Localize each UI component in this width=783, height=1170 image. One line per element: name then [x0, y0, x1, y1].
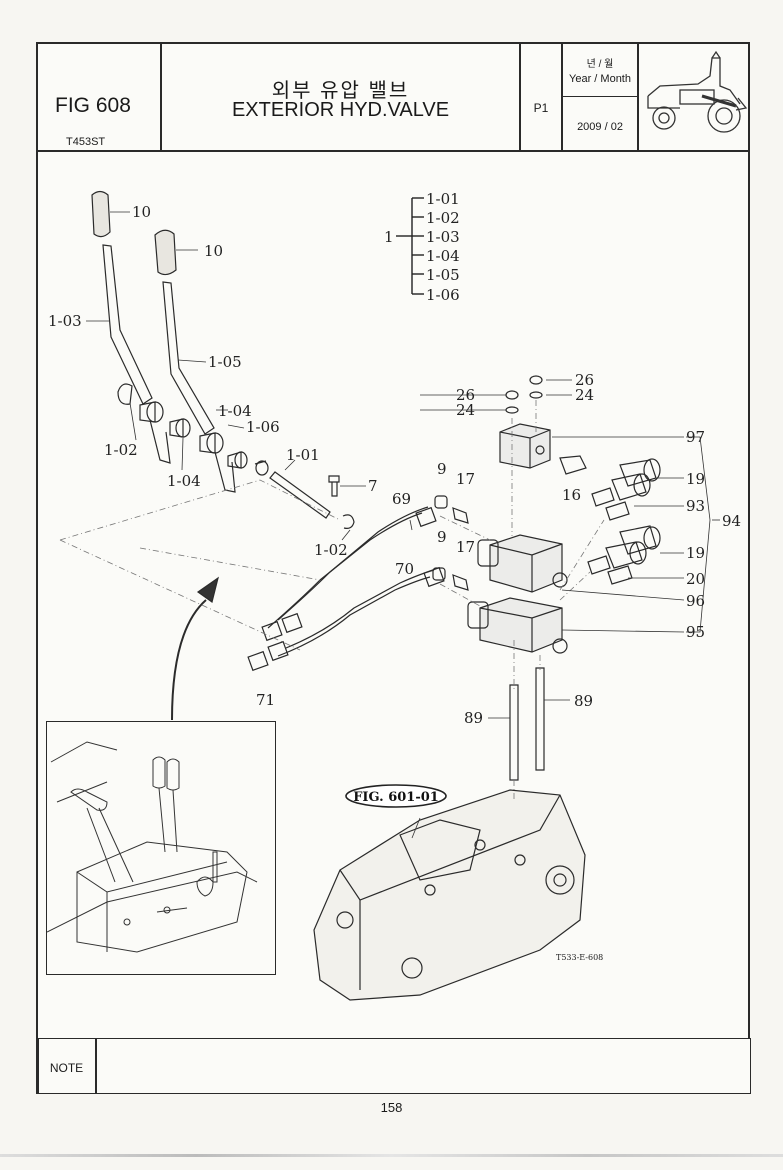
callout-89-right: 89 — [574, 692, 593, 710]
callout-93: 93 — [686, 497, 705, 515]
callout-9-upper: 9 — [437, 460, 447, 478]
assembly-part-5: 1-05 — [426, 266, 460, 284]
lever-knob-left — [91, 190, 111, 238]
callout-19-upper: 19 — [686, 470, 705, 488]
inset-tractor-seat-icon — [46, 741, 258, 953]
callout-16: 16 — [562, 486, 581, 504]
callout-1-06: 1-06 — [246, 418, 280, 436]
assembly-part-2: 1-02 — [426, 209, 460, 227]
callout-94: 94 — [722, 512, 741, 530]
callout-17-lower: 17 — [456, 538, 475, 556]
callout-9-lower: 9 — [437, 528, 447, 546]
title-korean: 외부 유압 밸브 — [271, 80, 410, 102]
page-number: 158 — [380, 1100, 403, 1115]
lever-arm-1-05 — [162, 281, 215, 435]
note-row — [38, 1038, 751, 1094]
callout-20: 20 — [686, 570, 705, 588]
assembly-part-3: 1-03 — [426, 228, 460, 246]
assembly-part-4: 1-04 — [426, 247, 460, 265]
callout-1-02-right: 1-02 — [314, 541, 348, 559]
callout-24-right: 24 — [575, 386, 594, 404]
fig-reference-label[interactable]: FIG. 601-01 — [353, 790, 439, 805]
year-month-label: Year / Month — [569, 73, 631, 85]
callout-1-04-upper: 1-04 — [218, 402, 252, 420]
callout-95: 95 — [686, 623, 705, 641]
callout-96: 96 — [686, 592, 705, 610]
callout-89-left: 89 — [464, 709, 483, 727]
note-divider — [95, 1038, 97, 1094]
header-bottom-rule — [36, 150, 750, 152]
callout-1-05: 1-05 — [208, 353, 242, 371]
scan-edge — [0, 1154, 783, 1157]
exploded-parts-diagram: 10 10 1-03 1-05 1-04 1-06 1-02 1-04 1-01… — [48, 190, 741, 1001]
lever-arm-1-03 — [102, 244, 153, 405]
fig-reference-oval — [345, 784, 447, 808]
callout-24-left: 24 — [456, 401, 475, 419]
header-divider-1 — [160, 42, 162, 150]
year-month-korean: 년 / 월 — [586, 59, 614, 70]
callout-1-04-lower: 1-04 — [167, 472, 201, 490]
callout-70: 70 — [395, 560, 414, 578]
assembly-part-6: 1-06 — [426, 286, 460, 304]
drawing-code: T533-E-608 — [556, 953, 603, 962]
title-english: EXTERIOR HYD.VALVE — [231, 99, 450, 121]
callout-97: 97 — [686, 428, 705, 446]
assembly-root-label: 1 — [384, 228, 394, 246]
revision-date: 2009 / 02 — [577, 121, 623, 133]
callout-10-right: 10 — [204, 242, 223, 260]
assembly-part-1: 1-01 — [426, 190, 460, 208]
callout-10-left: 10 — [132, 203, 151, 221]
lever-knob-right — [154, 229, 177, 276]
callout-1-03: 1-03 — [48, 312, 82, 330]
tractor-thumbnail-icon — [647, 50, 748, 133]
callout-26-right: 26 — [575, 371, 594, 389]
model-code: T453ST — [66, 136, 106, 148]
page-code: P1 — [533, 101, 549, 115]
fig-label: FIG 608 — [55, 94, 131, 117]
callout-26-left: 26 — [456, 386, 475, 404]
header-divider-2 — [519, 42, 521, 150]
inset-location-view — [46, 721, 276, 975]
callout-1-01: 1-01 — [286, 446, 320, 464]
note-label: NOTE — [49, 1061, 84, 1075]
callout-7: 7 — [368, 477, 378, 495]
header-divider-4 — [637, 42, 639, 150]
callout-17-upper: 17 — [456, 470, 475, 488]
callout-71: 71 — [256, 691, 275, 709]
callout-69: 69 — [392, 490, 411, 508]
callout-1-02-left: 1-02 — [104, 441, 138, 459]
callout-19-lower: 19 — [686, 544, 705, 562]
date-box-rule — [561, 96, 637, 97]
